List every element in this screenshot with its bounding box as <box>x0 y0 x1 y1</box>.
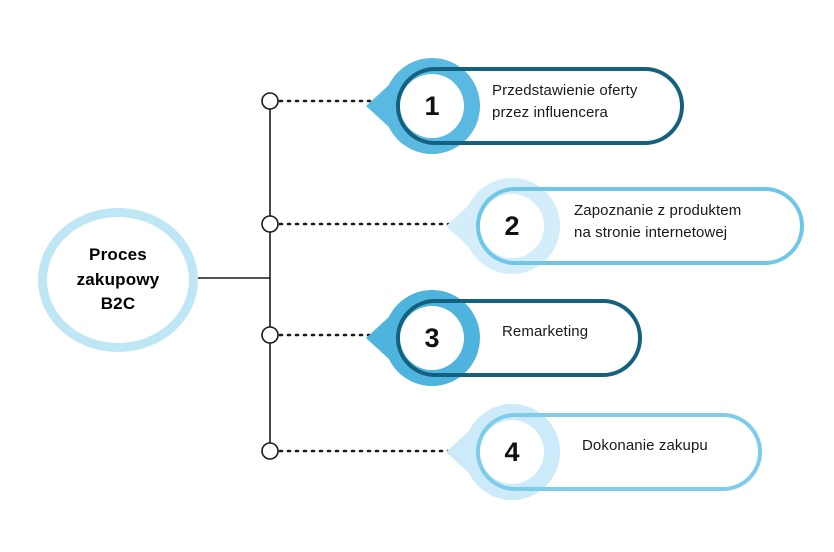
step-3-number-circle: 3 <box>400 306 464 370</box>
connector-node-4 <box>261 442 279 460</box>
step-3-pill <box>396 299 642 377</box>
step-1-number-circle: 1 <box>400 74 464 138</box>
step-3-label: Remarketing <box>502 323 589 340</box>
hub-label: Proces zakupowy B2C <box>76 245 160 314</box>
connector-node-3 <box>261 326 279 344</box>
step-4-number: 4 <box>504 436 520 467</box>
step-2-number-circle: 2 <box>480 194 544 258</box>
process-step-3[interactable]: 3 Remarketing <box>366 290 644 386</box>
step-4-label: Dokonanie zakupu <box>582 437 708 454</box>
step-1-label: Przedstawienie oferty przez influencera <box>492 82 638 121</box>
step-4-pill <box>476 413 762 491</box>
step-1-number: 1 <box>424 90 440 121</box>
connector-node-2 <box>261 215 279 233</box>
hub-circle: Proces zakupowy B2C <box>38 208 198 352</box>
step-4-number-circle: 4 <box>480 420 544 484</box>
step-1-pill <box>396 67 684 145</box>
step-2-number: 2 <box>504 210 520 241</box>
step-2-pill <box>476 187 804 265</box>
step-2-label: Zapoznanie z produktem na stronie intern… <box>574 202 742 241</box>
process-step-2[interactable]: 2 Zapoznanie z produktem na stronie inte… <box>446 178 806 274</box>
process-step-4[interactable]: 4 Dokonanie zakupu <box>446 404 764 500</box>
connector-node-1 <box>261 92 279 110</box>
step-3-number: 3 <box>424 322 440 353</box>
process-step-1[interactable]: 1 Przedstawienie oferty przez influencer… <box>366 58 686 154</box>
